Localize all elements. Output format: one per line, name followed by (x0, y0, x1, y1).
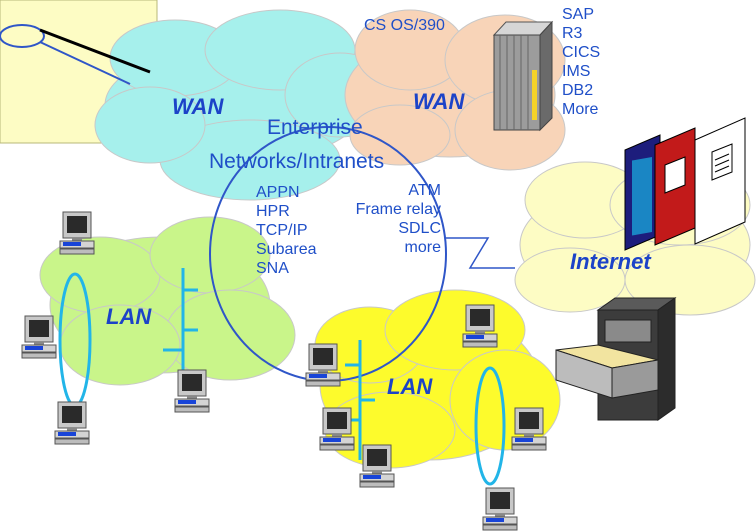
protocol-item: HPR (256, 203, 290, 220)
protocol-item: APPN (256, 184, 300, 201)
corner-link-line (39, 28, 151, 74)
workstation-icon (305, 343, 341, 387)
protocol-item: Subarea (256, 241, 317, 258)
lan-right-token-ring (474, 366, 506, 486)
workstation-icon (359, 444, 395, 488)
workstation-icon (174, 369, 210, 413)
corner-node (0, 24, 45, 48)
workstation-icon (59, 211, 95, 255)
lan-left-bus (163, 268, 198, 380)
workstation-icon (482, 487, 518, 531)
mainframe-icon (492, 20, 554, 132)
application-item: IMS (562, 63, 591, 80)
application-item: DB2 (562, 82, 594, 99)
binders-icon (624, 117, 746, 251)
corner-link-shadow (39, 41, 131, 85)
filing-cabinet-icon (555, 297, 677, 421)
application-item: More (562, 101, 599, 118)
link-item: SDLC (398, 220, 441, 237)
wan-right-label: WAN (413, 89, 465, 114)
links-list: ATM Frame relay SDLC more (356, 181, 441, 257)
protocols-list: APPN HPR TCP/IP Subarea SNA (256, 183, 317, 278)
link-item: ATM (408, 182, 441, 199)
enterprise-title-line2: Networks/Intranets (209, 150, 385, 173)
workstation-icon (462, 304, 498, 348)
internet-label: Internet (570, 249, 651, 274)
applications-list: SAP R3 CICS IMS DB2 More (562, 5, 600, 119)
mainframe-label: CS OS/390 (364, 17, 445, 34)
lan-right-label: LAN (387, 374, 433, 399)
enterprise-title-line1: Enterprise (267, 116, 363, 139)
protocol-item: TCP/IP (256, 222, 308, 239)
workstation-icon (319, 407, 355, 451)
wan-left-label: WAN (172, 94, 224, 119)
application-item: R3 (562, 25, 583, 42)
workstation-icon (511, 407, 547, 451)
link-item: more (404, 239, 441, 256)
workstation-icon (54, 401, 90, 445)
workstation-icon (21, 315, 57, 359)
application-item: SAP (562, 6, 595, 23)
internet-link (445, 237, 515, 269)
lan-left-label: LAN (106, 304, 152, 329)
protocol-item: SNA (256, 260, 289, 277)
link-item: Frame relay (355, 201, 441, 218)
application-item: CICS (562, 44, 601, 61)
